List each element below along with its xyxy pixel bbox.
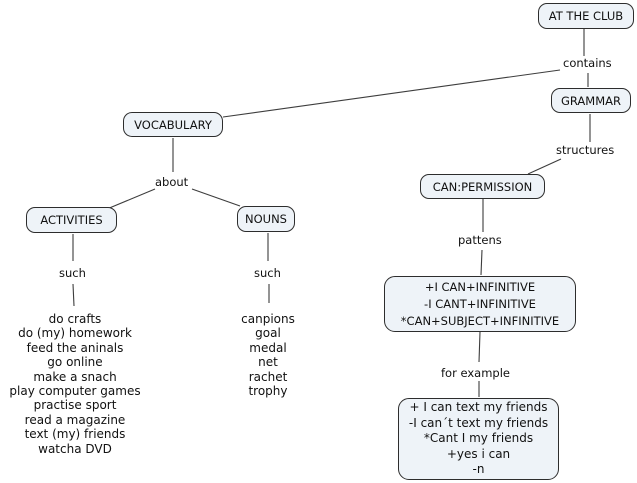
- link-label-structures[interactable]: structures: [556, 143, 615, 157]
- edge-about-nouns: [191, 188, 241, 207]
- list-item: net: [258, 355, 278, 370]
- pattern-line: +I CAN+INFINITIVE: [424, 279, 536, 294]
- node-can-patterns[interactable]: +I CAN+INFINITIVE -I CANT+INFINITIVE *CA…: [384, 276, 576, 332]
- list-item: text (my) friends: [24, 427, 126, 442]
- list-item: canpions: [241, 312, 295, 326]
- node-activities[interactable]: ACTIVITIES: [26, 207, 117, 233]
- list-item: read a magazine: [24, 412, 126, 427]
- node-vocabulary[interactable]: VOCABULARY: [123, 112, 223, 137]
- example-line: +yes i can: [446, 446, 511, 461]
- nouns-example-list[interactable]: canpions goal medal net rachet trophy: [218, 312, 318, 398]
- list-item: do (my) homework: [18, 326, 132, 341]
- list-item: medal: [249, 340, 287, 355]
- list-item: make a snach: [33, 369, 117, 384]
- list-item: practise sport: [33, 398, 117, 413]
- edge-structures-can: [527, 158, 562, 175]
- link-label-such-activities[interactable]: such: [59, 266, 86, 280]
- list-item: watcha DVD: [38, 441, 112, 456]
- list-item: feed the aninals: [26, 340, 124, 355]
- list-item: go online: [47, 355, 103, 370]
- example-line: -I can´t text my friends: [408, 415, 549, 430]
- node-nouns[interactable]: NOUNS: [237, 206, 295, 232]
- pattern-line: *CAN+SUBJECT+INFINITIVE: [400, 313, 560, 328]
- edge-patterns-forexample: [478, 331, 481, 363]
- example-line: + I can text my friends: [409, 400, 548, 415]
- edge-such-activitieslist: [72, 283, 75, 307]
- list-item: rachet: [248, 369, 288, 384]
- node-grammar[interactable]: GRAMMAR: [551, 88, 631, 113]
- example-line: *Cant I my friends: [423, 431, 534, 446]
- link-label-about[interactable]: about: [155, 175, 189, 189]
- edge-pattens-patterns: [480, 249, 483, 276]
- list-item: play computer games: [9, 384, 141, 399]
- edge-about-activities: [106, 188, 156, 210]
- list-item: trophy: [248, 384, 288, 399]
- link-label-such-nouns[interactable]: such: [254, 266, 281, 280]
- list-item: do crafts: [48, 312, 102, 326]
- link-label-pattens[interactable]: pattens: [458, 233, 502, 247]
- node-can-examples[interactable]: + I can text my friends -I can´t text my…: [398, 398, 559, 480]
- link-label-for-example[interactable]: for example: [441, 366, 510, 380]
- node-can-permission[interactable]: CAN:PERMISSION: [420, 174, 545, 199]
- list-item: goal: [255, 326, 281, 341]
- activities-example-list[interactable]: do crafts do (my) homework feed the anin…: [0, 312, 150, 456]
- link-label-contains[interactable]: contains: [563, 56, 612, 70]
- node-at-the-club[interactable]: AT THE CLUB: [538, 3, 634, 29]
- edge-contains-vocabulary: [222, 69, 561, 118]
- example-line: -n: [472, 462, 485, 477]
- pattern-line: -I CANT+INFINITIVE: [424, 296, 536, 311]
